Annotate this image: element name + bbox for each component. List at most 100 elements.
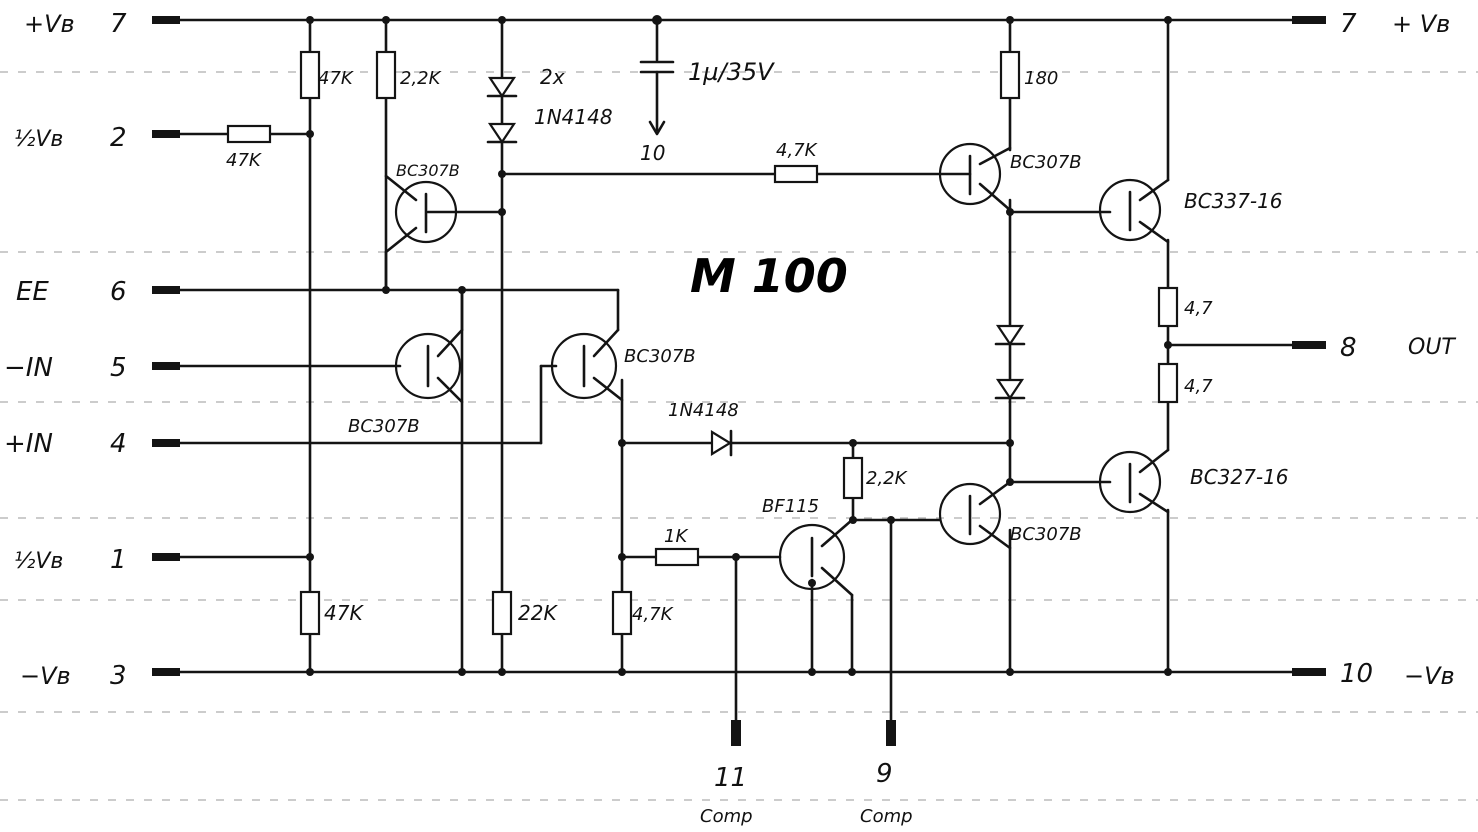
left-labels: +Vʙ ½Vʙ EE −IN +IN ½Vʙ −Vʙ 7 2 6 5 4 1 3 (4, 9, 127, 691)
label-minus-in: −IN (4, 353, 53, 383)
pin-number-2-left: 2 (110, 123, 127, 153)
pin-1-left (152, 553, 180, 561)
label-q-out-upper: BC337-16 (1184, 189, 1283, 213)
resistor-4k7-bot (611, 590, 633, 636)
pin-8-right (1292, 341, 1326, 349)
pin-11-bottom (731, 720, 741, 746)
label-q-bf115: BF115 (762, 496, 819, 517)
label-capacitor-pin: 10 (640, 141, 665, 165)
resistor-2k2-mid (842, 456, 864, 500)
component-labels: 47K 47K 2,2K 2x 1N4148 1µ/35V 10 4,7K 18… (226, 58, 1289, 625)
label-vb-plus-left: +Vʙ (24, 10, 74, 38)
pin-number-4-left: 4 (110, 429, 127, 459)
label-half-vb-a: ½Vʙ (14, 127, 63, 152)
pin-number-10-right: 10 (1340, 659, 1373, 689)
transistor-top-left (384, 174, 458, 292)
label-r-4k7-bot: 4,7K (632, 604, 674, 625)
label-comp-b: Comp (860, 806, 913, 827)
pin-2-left (152, 130, 180, 138)
pin-number-1-left: 1 (110, 545, 127, 575)
transistor-driver (938, 480, 1012, 550)
resistor-1k (654, 547, 700, 567)
pin-7-left (152, 16, 180, 24)
pin-3-left (152, 668, 180, 676)
diode-top-2 (486, 122, 518, 144)
diode-mid (710, 429, 733, 457)
diode-right-2 (994, 378, 1026, 400)
label-r-47k-half: 47K (226, 150, 262, 171)
label-vb-minus-right: −Vʙ (1404, 662, 1454, 690)
transistor-bf115 (778, 518, 854, 597)
transistor-out-lower (1098, 448, 1170, 514)
junction-dots (306, 15, 1172, 676)
schematic-title: M 100 (690, 249, 848, 303)
label-out: OUT (1408, 335, 1456, 360)
background-dashes (0, 71, 1478, 801)
pin-6-left (152, 286, 180, 294)
label-r-47k-top: 47K (318, 68, 354, 89)
transistor-out-upper (1098, 178, 1170, 244)
label-diodes-type: 1N4148 (534, 105, 613, 129)
pin-number-9: 9 (876, 759, 893, 789)
pin-5-left (152, 362, 180, 370)
pin-number-5-left: 5 (110, 353, 127, 383)
transistors (384, 142, 1170, 597)
resistor-47k-bot (299, 590, 321, 636)
resistor-4-7-a (1157, 286, 1179, 328)
diode-right-1 (994, 324, 1026, 346)
bottom-labels: 11 9 Comp Comp (700, 759, 913, 827)
label-q-minus-in: BC307B (348, 416, 420, 437)
label-r-4k7-mid: 4,7K (776, 140, 818, 161)
label-q-plus-in: BC307B (624, 346, 696, 367)
label-r-2k2-mid: 2,2K (866, 468, 908, 489)
capacitor-1u (639, 60, 675, 136)
diode-top-1 (486, 76, 518, 98)
label-comp-a: Comp (700, 806, 753, 827)
resistors (226, 50, 1179, 636)
label-half-vb-b: ½Vʙ (14, 549, 63, 574)
pin-number-11: 11 (714, 763, 747, 793)
resistor-4k7-mid (773, 164, 819, 184)
label-diode-mid: 1N4148 (668, 400, 739, 421)
pin-number-8-right: 8 (1340, 333, 1357, 363)
resistor-47k-half (226, 124, 272, 144)
resistor-180 (999, 50, 1021, 100)
connector-pins (152, 16, 1326, 746)
transistor-minus-in (394, 288, 464, 404)
label-q-top-right: BC307B (1010, 152, 1082, 173)
label-r-2k2-top: 2,2K (400, 68, 442, 89)
label-r-4-7-b: 4,7 (1184, 376, 1213, 397)
label-diodes-count: 2x (540, 65, 565, 89)
pin-number-7-left: 7 (110, 9, 127, 39)
label-r-1k: 1K (664, 526, 688, 547)
label-q-driver: BC307B (1010, 524, 1082, 545)
transistor-top-right (938, 142, 1012, 212)
resistor-4-7-b (1157, 362, 1179, 404)
pin-4-left (152, 439, 180, 447)
label-r-4-7-a: 4,7 (1184, 298, 1213, 319)
pin-9-bottom (886, 720, 896, 746)
label-r-180: 180 (1024, 68, 1058, 89)
resistor-47k-top (299, 50, 321, 100)
label-r-22k: 22K (518, 601, 558, 625)
wires (170, 18, 1300, 732)
label-q-top-left: BC307B (396, 161, 460, 180)
label-vb-plus-right: + Vʙ (1392, 10, 1450, 38)
right-labels: 7 + Vʙ 8 OUT 10 −Vʙ (1340, 9, 1456, 690)
label-q-out-lower: BC327-16 (1190, 465, 1289, 489)
pin-number-3-left: 3 (110, 661, 127, 691)
label-capacitor: 1µ/35V (688, 58, 775, 86)
label-plus-in: +IN (4, 429, 53, 459)
diodes (486, 76, 1026, 457)
label-ee: EE (16, 277, 49, 307)
pin-number-6-left: 6 (110, 277, 127, 307)
resistor-2k2-top (375, 50, 397, 100)
label-r-47k-bot: 47K (324, 601, 364, 625)
label-vb-minus-left: −Vʙ (20, 662, 70, 690)
pin-7-right (1292, 16, 1326, 24)
pin-number-7-right: 7 (1340, 9, 1357, 39)
resistor-22k (491, 590, 513, 636)
transistor-plus-in (550, 328, 624, 402)
pin-10-right (1292, 668, 1326, 676)
